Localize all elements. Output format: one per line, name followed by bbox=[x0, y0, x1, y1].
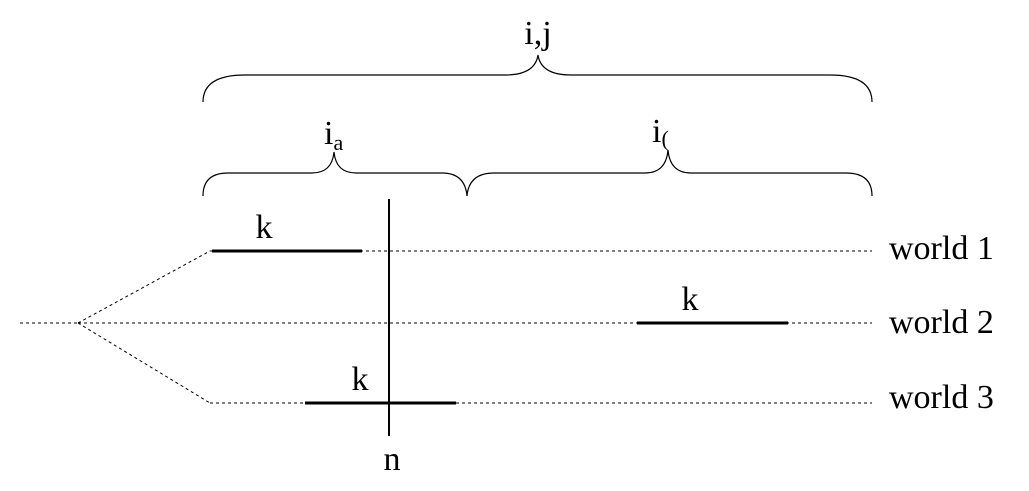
left-brace bbox=[202, 151, 468, 197]
right-brace-label-base: i bbox=[652, 113, 661, 150]
top-brace-label: i,j bbox=[524, 15, 551, 52]
k-label-world-3: k bbox=[352, 361, 369, 398]
branch-world-3 bbox=[77, 322, 211, 404]
world-3-label: world 3 bbox=[889, 379, 994, 416]
world-2-label: world 2 bbox=[889, 304, 994, 341]
top-brace bbox=[202, 54, 873, 103]
left-brace-label: ia bbox=[324, 115, 343, 155]
world-1-label: world 1 bbox=[889, 230, 994, 267]
k-label-world-1: k bbox=[256, 209, 273, 246]
right-brace bbox=[466, 149, 873, 197]
right-brace-label: i( bbox=[652, 113, 669, 151]
left-brace-label-sub: a bbox=[333, 130, 343, 155]
k-label-world-2: k bbox=[682, 281, 699, 318]
left-brace-label-base: i bbox=[324, 115, 333, 152]
now-marker-label: n bbox=[384, 441, 401, 478]
branch-world-1 bbox=[77, 250, 211, 324]
right-brace-label-sub: ( bbox=[661, 126, 668, 151]
